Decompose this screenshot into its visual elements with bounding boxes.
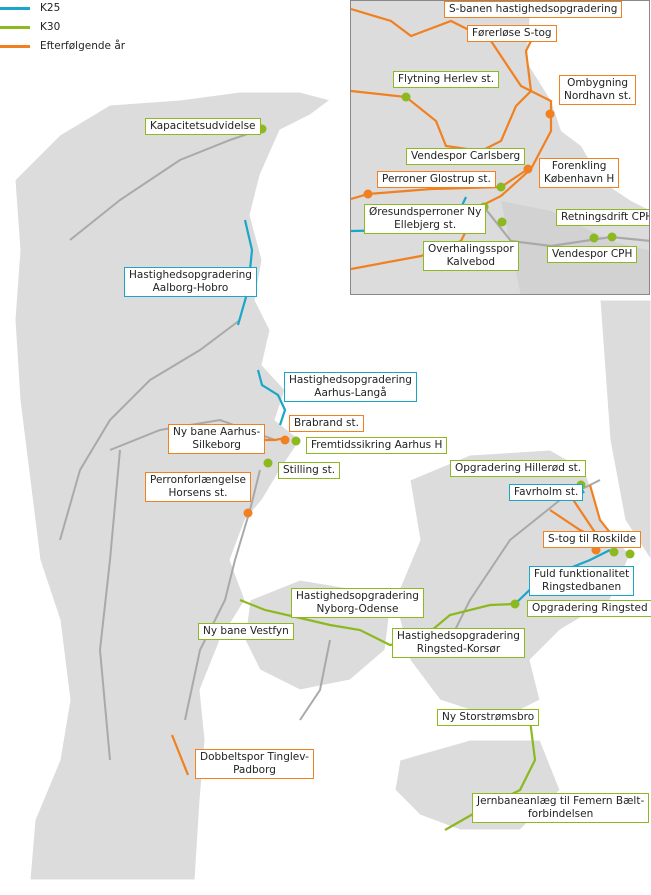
label-vendespor-cph: Vendespor CPH bbox=[547, 246, 638, 263]
label-line: forbindelsen bbox=[527, 808, 594, 820]
label-storstroem: Ny Storstrømsbro bbox=[437, 709, 540, 726]
label-herlev: Flytning Herlev st. bbox=[393, 71, 500, 88]
label-line: Overhalingsspor bbox=[428, 243, 514, 255]
dot-aarhus-h bbox=[291, 436, 301, 446]
dot-cph-1 bbox=[609, 547, 619, 557]
label-carlsberg: Vendespor Carlsberg bbox=[406, 148, 526, 165]
label-line: Silkeborg bbox=[192, 439, 241, 451]
dot-brabrand bbox=[280, 435, 290, 445]
label-brabrand: Brabrand st. bbox=[289, 415, 364, 432]
label-line: Fuld funktionalitet bbox=[534, 568, 630, 580]
label-vestfyn: Ny bane Vestfyn bbox=[198, 623, 294, 640]
label-line: Nyborg-Odense bbox=[316, 603, 399, 615]
label-sbanen: S-banen hastighedsopgradering bbox=[444, 1, 623, 18]
rail-line bbox=[299, 639, 331, 721]
label-tinglev: Dobbeltspor Tinglev-Padborg bbox=[195, 749, 314, 779]
dot-ringsted bbox=[510, 599, 520, 609]
dot-kalvebod bbox=[497, 217, 507, 227]
label-line: Hastighedsopgradering bbox=[397, 630, 520, 642]
legend-swatch bbox=[0, 25, 30, 29]
orange-line bbox=[351, 168, 529, 201]
orange-line bbox=[351, 7, 553, 212]
label-line: Øresundsperroner Ny bbox=[369, 206, 482, 218]
dot-horsens bbox=[243, 508, 253, 518]
label-line: Hastighedsopgradering bbox=[296, 590, 419, 602]
legend-swatch bbox=[0, 6, 30, 10]
k25-aarhus-langaa-line bbox=[256, 369, 287, 426]
label-line: Ringsted-Korsør bbox=[416, 643, 501, 655]
label-line: Horsens st. bbox=[168, 487, 228, 499]
orange-tinglev-line bbox=[170, 734, 190, 776]
dot-herlev bbox=[401, 92, 411, 102]
legend-label: K30 bbox=[40, 21, 61, 33]
label-retning-cph: Retningsdrift CPH bbox=[556, 209, 649, 226]
rail-line bbox=[69, 128, 263, 241]
label-line: Hastighedsopgradering bbox=[129, 269, 252, 281]
k30-vestfyn-line bbox=[239, 598, 516, 647]
label-line: Ringstedbanen bbox=[542, 581, 622, 593]
label-femern: Jernbaneanlæg til Femern Bælt-forbindels… bbox=[472, 793, 650, 823]
label-line: København H bbox=[544, 173, 615, 185]
legend-swatch bbox=[0, 44, 30, 48]
rail-line bbox=[98, 449, 121, 761]
copenhagen-inset: S-banen hastighedsopgradering Førerløse … bbox=[350, 0, 650, 295]
sweden bbox=[599, 299, 651, 561]
dot-glostrup bbox=[363, 189, 373, 199]
legend-label: K25 bbox=[40, 2, 61, 14]
label-line: Hastighedsopgradering bbox=[289, 374, 412, 386]
dot-carlsberg bbox=[496, 182, 506, 192]
label-glostrup: Perroner Glostrup st. bbox=[377, 171, 496, 188]
label-hilleroed: Opgradering Hillerød st. bbox=[450, 460, 587, 477]
legend-k30: K30 bbox=[0, 21, 60, 33]
label-stilling: Stilling st. bbox=[278, 462, 341, 479]
label-line: Jernbaneanlæg til Femern Bælt- bbox=[477, 795, 645, 807]
label-line: Nordhavn st. bbox=[564, 90, 632, 102]
label-aarhus-silkeborg: Ny bane Aarhus-Silkeborg bbox=[168, 424, 266, 454]
dot-stilling bbox=[263, 458, 273, 468]
label-line: Aalborg-Hobro bbox=[152, 282, 229, 294]
label-kapacitet: Kapacitetsudvidelse bbox=[145, 118, 261, 135]
dot-kbh-h bbox=[523, 164, 533, 174]
label-line: Ny bane Aarhus- bbox=[173, 426, 261, 438]
legend-k25: K25 bbox=[0, 2, 60, 14]
k30-femern-line bbox=[444, 719, 537, 831]
label-aarhus-h: Fremtidssikring Aarhus H bbox=[306, 437, 448, 454]
label-line: Padborg bbox=[233, 764, 276, 776]
dot-cph-2 bbox=[625, 549, 635, 559]
label-line: Ombygning bbox=[567, 77, 629, 89]
legend-later: Efterfølgende år bbox=[0, 40, 125, 52]
dot-nordhavn bbox=[545, 109, 555, 119]
label-line: Aarhus-Langå bbox=[314, 387, 387, 399]
rail-line bbox=[184, 469, 261, 721]
dot-cph-1 bbox=[589, 233, 599, 243]
orange-line bbox=[351, 30, 537, 153]
label-line: Forenkling bbox=[551, 160, 607, 172]
label-line: Perronforlængelse bbox=[150, 474, 247, 486]
label-line: Kalvebod bbox=[446, 256, 496, 268]
dot-cph-2 bbox=[607, 232, 617, 242]
label-line: Ellebjerg st. bbox=[394, 219, 457, 231]
label-ringsted: Opgradering Ringsted bbox=[527, 600, 651, 617]
rail-line bbox=[59, 319, 241, 541]
label-line: Dobbeltspor Tinglev- bbox=[200, 751, 309, 763]
label-foererloese: Førerløse S-tog bbox=[467, 25, 557, 42]
legend-label: Efterfølgende år bbox=[40, 40, 126, 52]
label-favrholm: Favrholm st. bbox=[509, 484, 584, 501]
label-roskilde: S-tog til Roskilde bbox=[543, 531, 642, 548]
